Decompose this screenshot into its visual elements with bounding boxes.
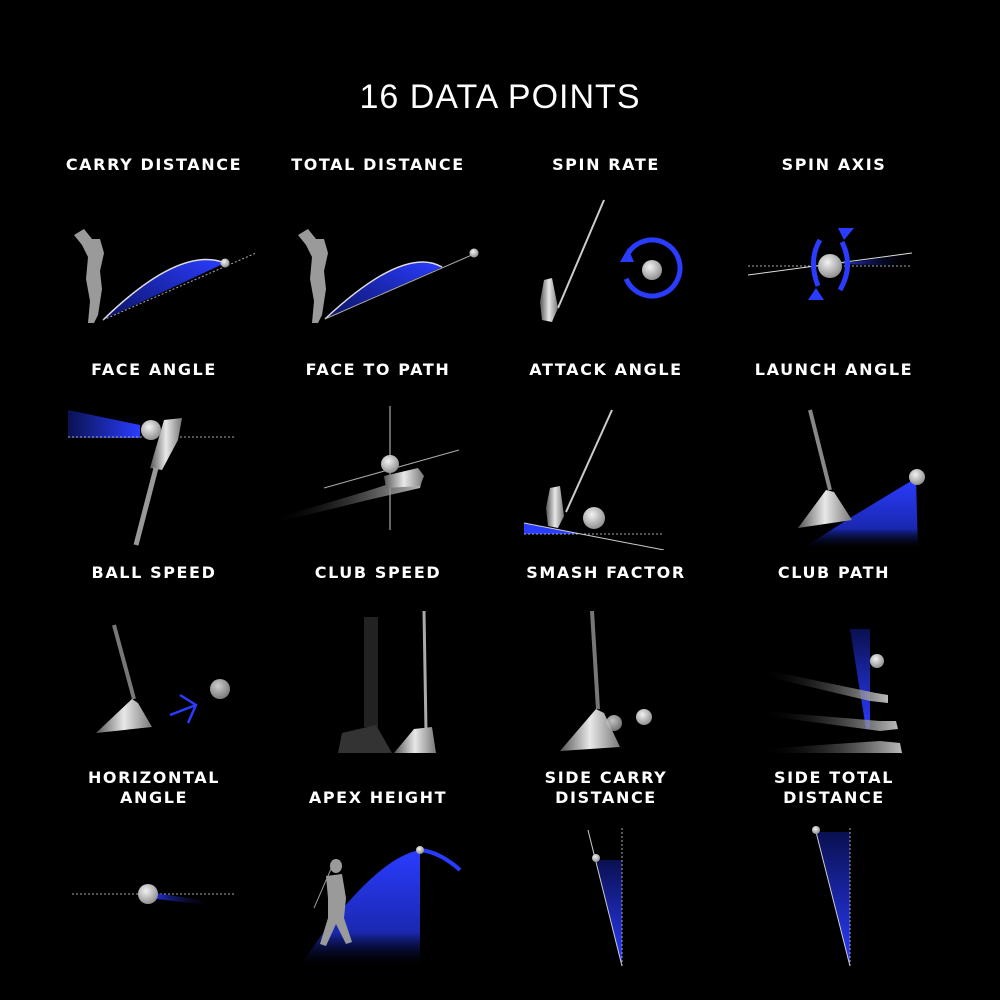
- side-carry-wedge-icon: [587, 828, 623, 967]
- ball-tilted-axis-rotation-icon: [747, 228, 913, 300]
- club-descending-attack-icon: [523, 409, 665, 550]
- tile-label-line-2: ANGLE: [119, 788, 189, 807]
- side-total-wedge-icon: [812, 826, 851, 967]
- golfer-total-trajectory-icon: [298, 229, 479, 323]
- tile-label: CARRY DISTANCE: [65, 155, 243, 174]
- tile-label: SPIN RATE: [552, 155, 660, 174]
- tile-label: LAUNCH ANGLE: [754, 360, 914, 379]
- tile-label: SPIN AXIS: [781, 155, 887, 174]
- tile-label: FACE TO PATH: [305, 360, 451, 379]
- golfer-carry-trajectory-icon: [74, 229, 257, 323]
- tile-label: BALL SPEED: [91, 563, 217, 582]
- tile-label-line-2: DISTANCE: [555, 788, 657, 807]
- club-ball-backspin-arrow-icon: [540, 199, 683, 322]
- tile-label: SIDE CARRY: [544, 768, 668, 787]
- tile-label: SIDE TOTAL: [773, 768, 895, 787]
- tile-label: FACE ANGLE: [91, 360, 217, 379]
- club-path-three-swings-icon: [760, 629, 902, 753]
- page-title: 16 DATA POINTS: [359, 78, 641, 116]
- clubface-angle-topview-icon: [68, 410, 234, 546]
- club-ball-impact-icon: [560, 610, 652, 751]
- ball-launch-wedge-icon: [798, 409, 925, 550]
- ball-speed-arrow-icon: [96, 624, 230, 733]
- clubface-path-crosshair-icon: [270, 406, 460, 530]
- golfer-apex-curve-icon: [294, 846, 462, 968]
- tile-label: TOTAL DISTANCE: [291, 155, 465, 174]
- tile-label: CLUB SPEED: [314, 563, 442, 582]
- tile-label-line-2: DISTANCE: [783, 788, 885, 807]
- ball-horizontal-deviation-icon: [72, 884, 236, 906]
- club-motion-blur-icon: [338, 610, 436, 753]
- tile-label: CLUB PATH: [777, 563, 891, 582]
- tile-label: SMASH FACTOR: [526, 563, 686, 582]
- tile-label: HORIZONTAL: [87, 768, 221, 787]
- tile-label: APEX HEIGHT: [308, 788, 448, 807]
- tile-label: ATTACK ANGLE: [529, 360, 683, 379]
